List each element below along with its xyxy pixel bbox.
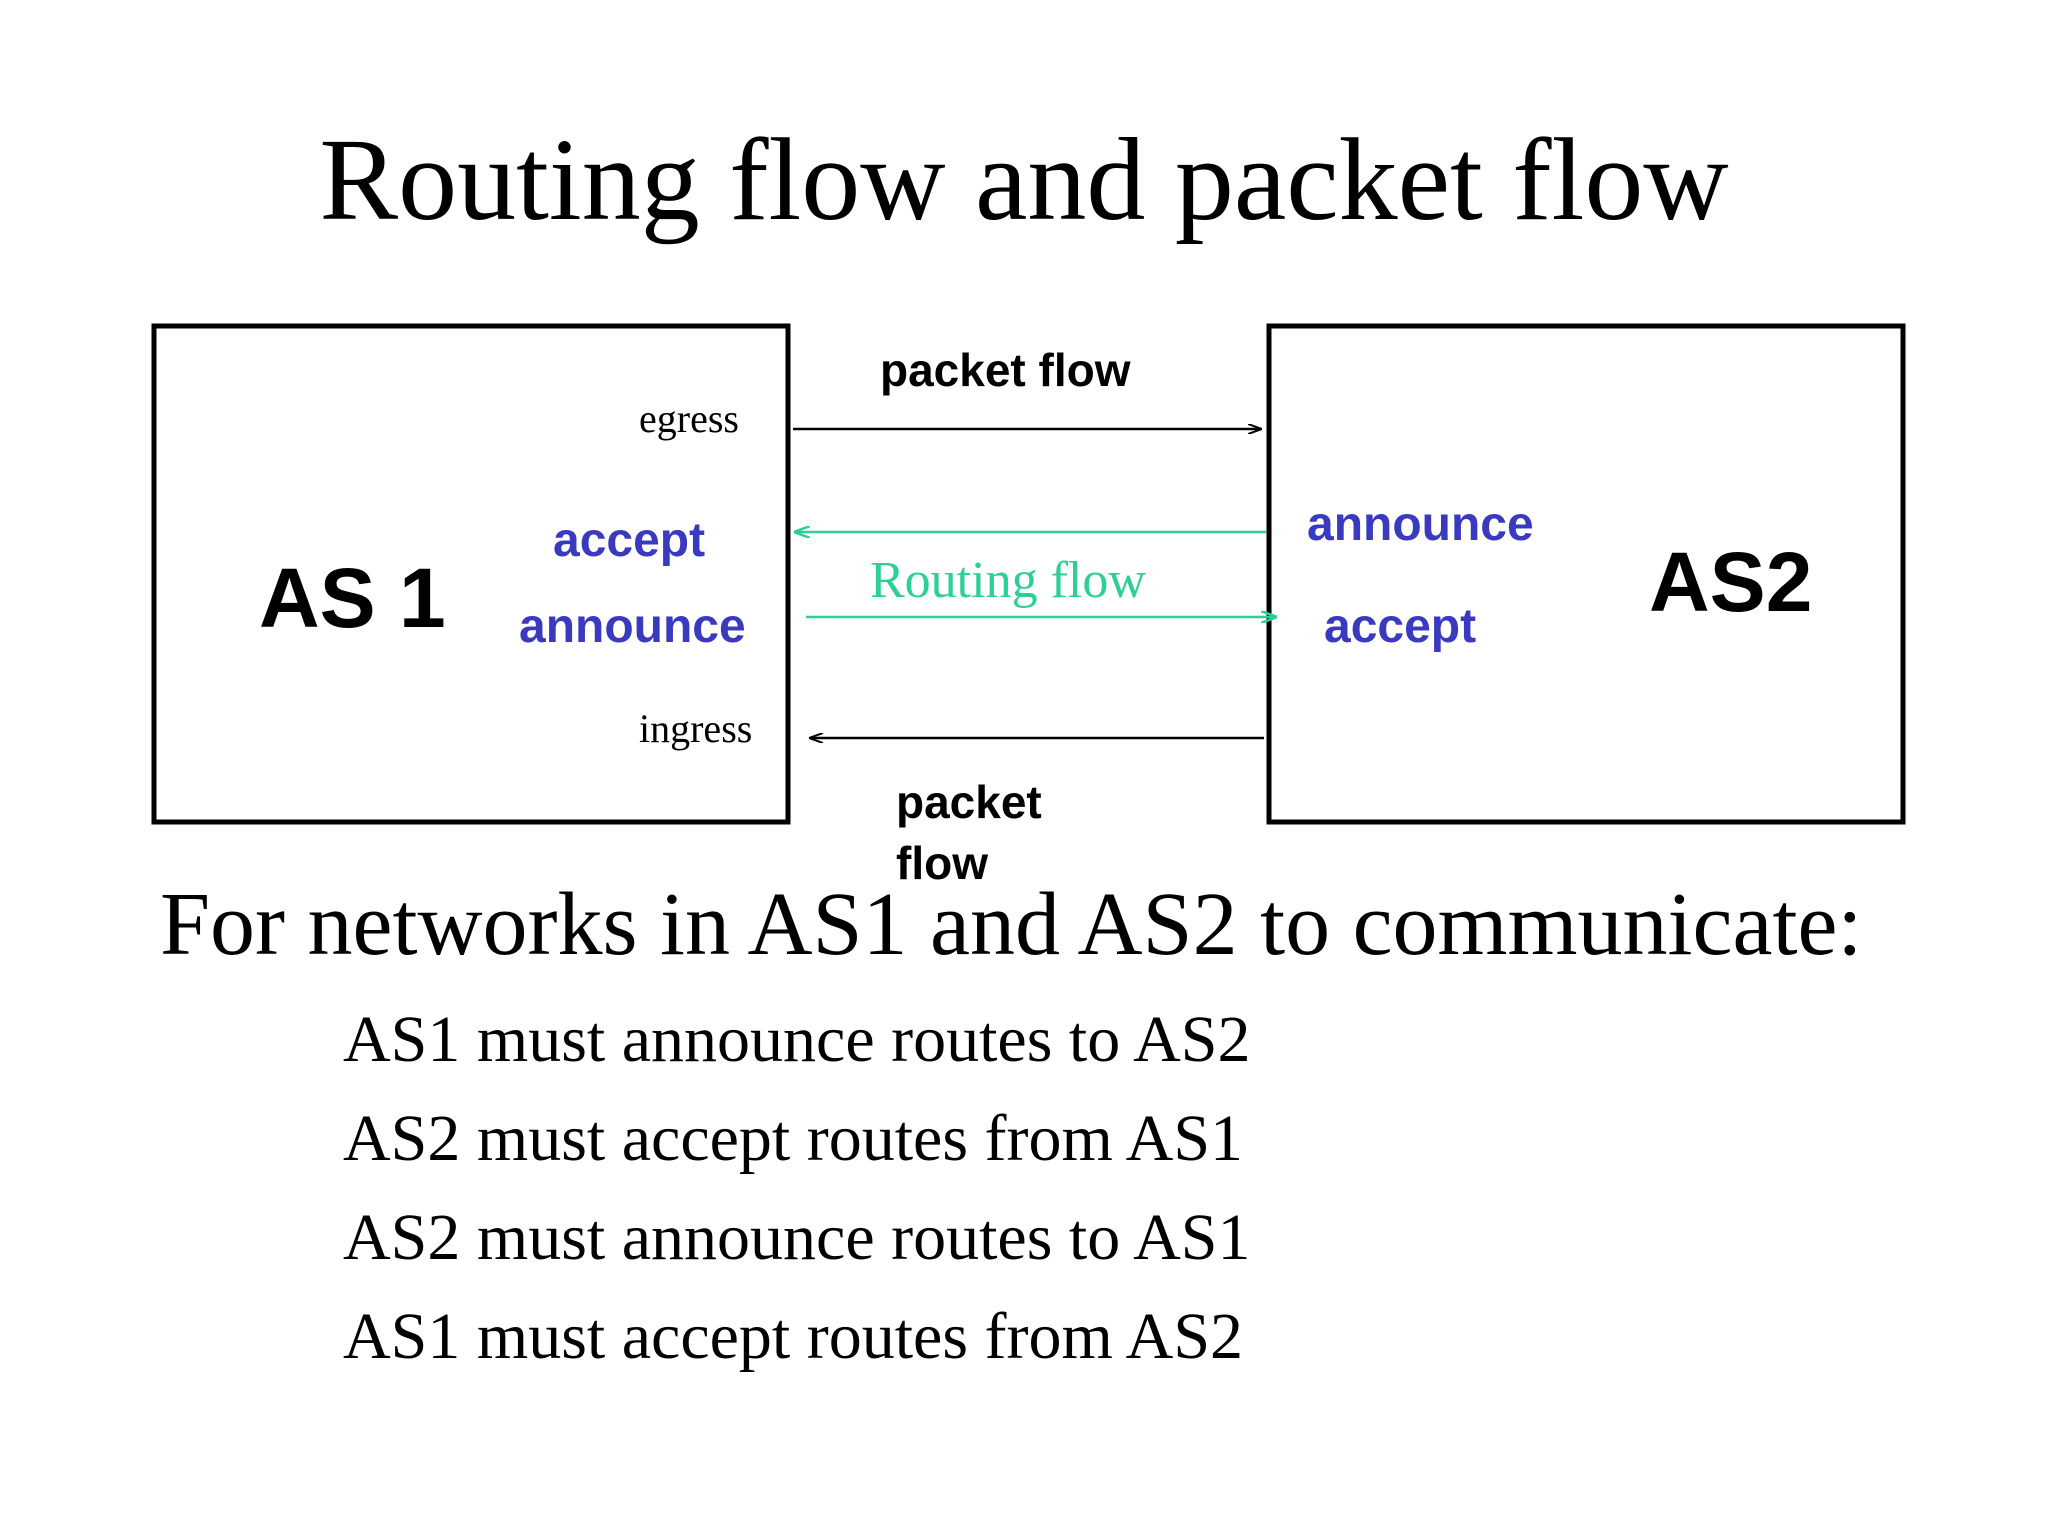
as2-accept-label: accept: [1324, 600, 1477, 653]
as1-accept-label: accept: [553, 514, 706, 567]
as2-box: [1266, 323, 1906, 825]
as1-box: [151, 323, 791, 825]
as2-label: AS2: [1649, 535, 1813, 629]
ingress-label: ingress: [639, 706, 753, 751]
as1-label: AS 1: [259, 551, 446, 645]
as2-announce-label: announce: [1307, 498, 1534, 551]
list-item: AS2 must accept routes from AS1: [343, 1102, 1244, 1175]
list-item: AS1 must announce routes to AS2: [343, 1003, 1251, 1076]
packet-flow-bottom-line1: packet: [896, 776, 1042, 828]
list-item: AS2 must announce routes to AS1: [343, 1201, 1251, 1274]
slide-title: Routing flow and packet flow: [319, 114, 1729, 245]
egress-label: egress: [639, 396, 739, 441]
packet-flow-top-label: packet flow: [880, 344, 1131, 396]
packet-flow-bottom-line2: flow: [896, 837, 988, 889]
routing-flow-label: Routing flow: [870, 552, 1146, 609]
list-item: AS1 must accept routes from AS2: [343, 1300, 1244, 1373]
packet-flow-bottom-label: packet flow: [896, 772, 1042, 894]
requirements-list: AS1 must announce routes to AS2 AS2 must…: [343, 990, 1250, 1386]
as1-announce-label: announce: [519, 600, 746, 653]
subtitle: For networks in AS1 and AS2 to communica…: [160, 875, 1863, 974]
